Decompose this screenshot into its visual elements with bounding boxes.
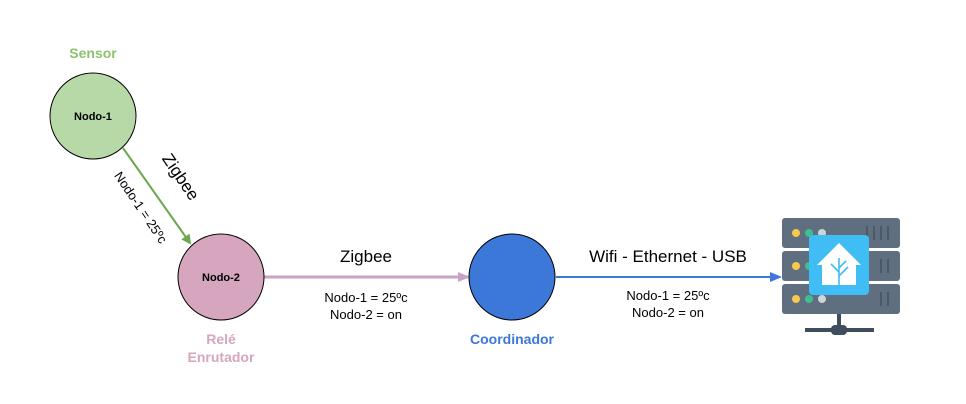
link3-payload-1: Nodo-1 = 25ºc xyxy=(626,288,710,303)
link1-protocol: Zigbee xyxy=(158,150,203,204)
link2-protocol: Zigbee xyxy=(340,247,392,266)
router-role-line2: Enrutador xyxy=(188,349,255,365)
router-role-line1: Relé xyxy=(206,331,236,347)
link3-protocol: Wifi - Ethernet - USB xyxy=(589,247,747,266)
node-coordinator[interactable] xyxy=(468,233,556,321)
link3-payload-2: Nodo-2 = on xyxy=(632,305,704,320)
home-assistant-server-icon[interactable] xyxy=(782,218,900,335)
router-node-label: Nodo-2 xyxy=(202,272,240,284)
link2-payload-1: Nodo-1 = 25ºc xyxy=(324,290,408,305)
link-sensor-router xyxy=(122,147,192,245)
sensor-role-label: Sensor xyxy=(69,45,117,61)
sensor-node-label: Nodo-1 xyxy=(74,111,112,123)
link1-payload: Nodo-1 = 25ºc xyxy=(111,169,170,247)
coordinator-role-label: Coordinador xyxy=(470,331,555,347)
node-router[interactable] xyxy=(177,233,265,321)
link2-payload-2: Nodo-2 = on xyxy=(330,307,402,322)
node-sensor[interactable] xyxy=(49,72,137,160)
